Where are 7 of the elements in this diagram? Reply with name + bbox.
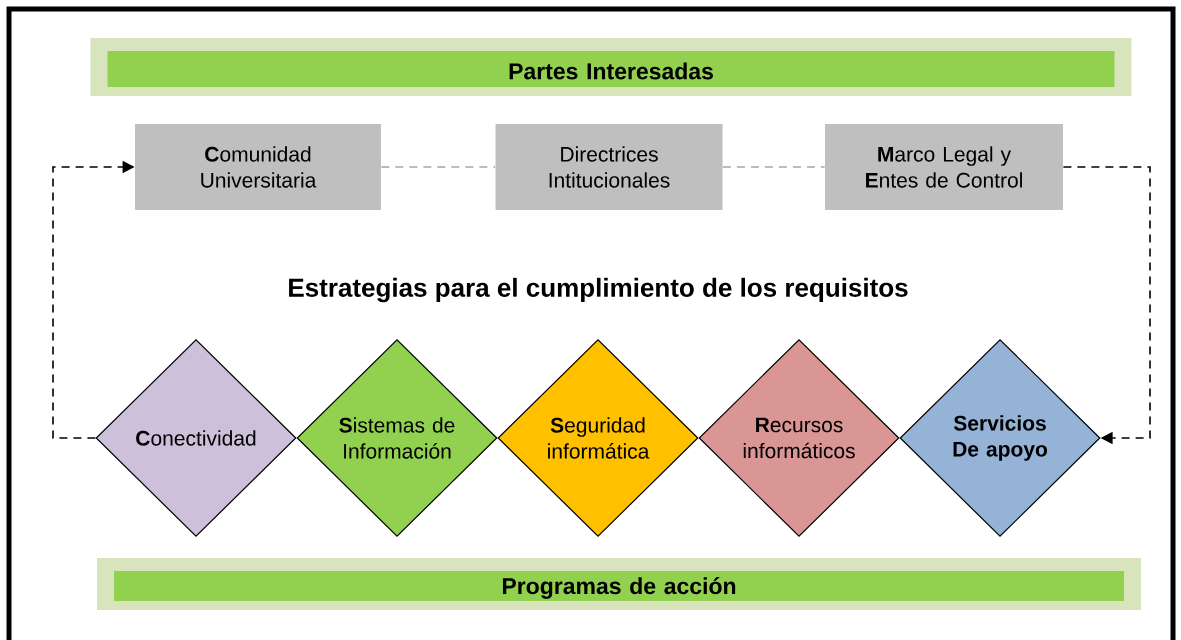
heading: Estrategias para el cumplimiento de los requisitos bbox=[289, 277, 908, 303]
stakeholder-box: Comunidad Universitaria bbox=[135, 124, 381, 210]
stakeholder-box: Marco Legal y Entes de Control bbox=[825, 124, 1063, 210]
stakeholder-box: Directrices Intitucionales bbox=[495, 124, 723, 210]
header-band: Partes Interesadas bbox=[90, 38, 1132, 96]
arrow bbox=[1062, 166, 1151, 445]
header-band: Programas de acción bbox=[97, 558, 1141, 610]
